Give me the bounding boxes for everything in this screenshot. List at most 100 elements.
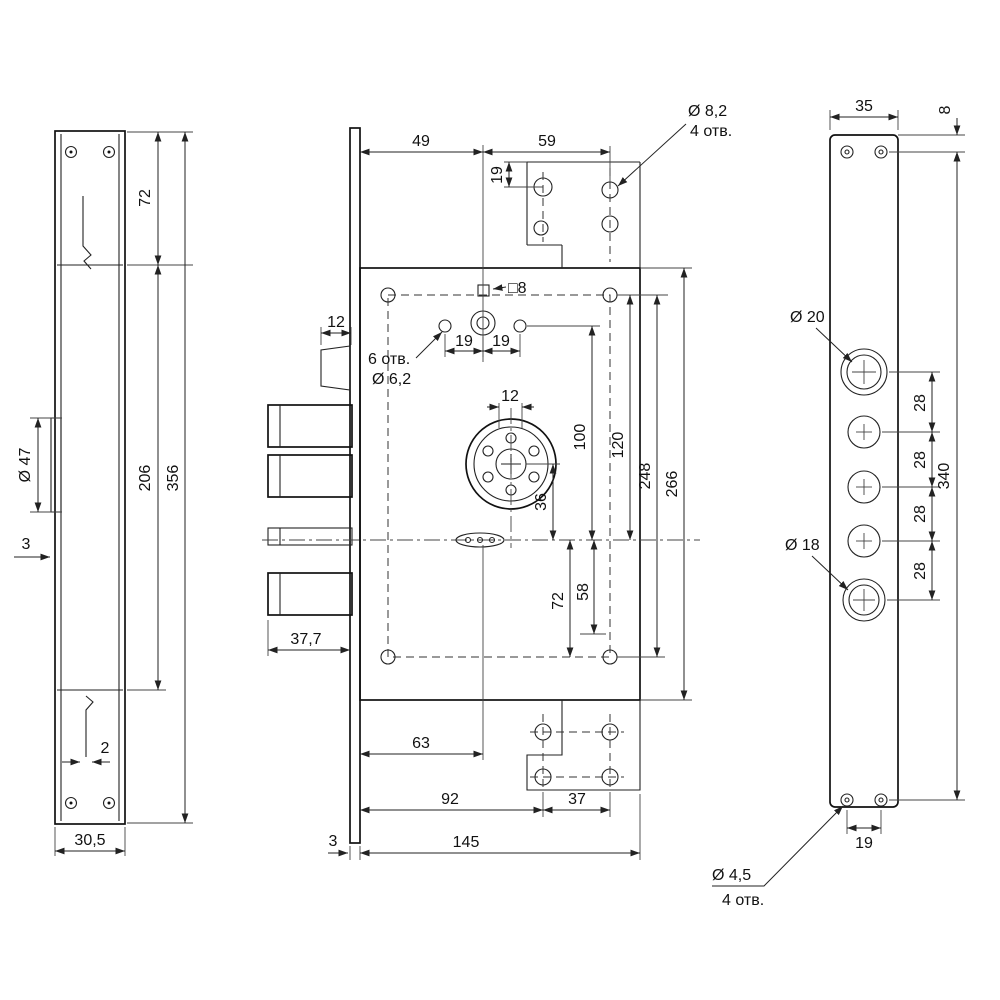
hole-18-inner xyxy=(848,584,880,616)
left-screw-hole-top-right xyxy=(102,145,116,159)
left-hook-top xyxy=(82,196,92,270)
dim-30-5-label: 30,5 xyxy=(74,832,105,849)
bolt-2 xyxy=(267,454,353,498)
left-faceplate-outline xyxy=(54,130,126,825)
dim-356-label: 356 xyxy=(165,465,182,492)
right-screw-hole-bottom-left xyxy=(840,793,854,807)
square8-label: □8 xyxy=(508,280,527,297)
dim-120-label: 120 xyxy=(610,432,627,459)
square8-leader xyxy=(492,284,507,291)
dim-19-label: 19 xyxy=(855,835,873,852)
bottom-bracket-outline xyxy=(526,700,641,791)
left-screw-hole-top-left xyxy=(64,145,78,159)
right-view: 35 8 Ø 20 Ø 18 28 28 28 28 340 19 xyxy=(712,98,965,909)
dim-266-label: 266 xyxy=(664,471,681,498)
dim-100-label: 100 xyxy=(572,424,589,451)
hole-top-dia-label: Ø 8,2 xyxy=(688,103,727,120)
holes6-dia-label: Ø 6,2 xyxy=(372,371,411,388)
dim-37-label: 37 xyxy=(568,791,586,808)
right-screw-hole-bottom-right xyxy=(874,793,888,807)
dim-12-plate-label: 12 xyxy=(327,314,345,331)
bolt-3 xyxy=(267,572,353,616)
dia-20-leader xyxy=(815,327,853,363)
cylinder-pin xyxy=(482,471,494,483)
hole-mid-3 xyxy=(847,524,881,558)
dim-28-4-label: 28 xyxy=(912,562,929,580)
dim-63-label: 63 xyxy=(412,735,430,752)
cylinder-pin xyxy=(482,445,494,457)
dim-49-label: 49 xyxy=(412,133,430,150)
dim-35-label: 35 xyxy=(855,98,873,115)
dia-20-label: Ø 20 xyxy=(790,309,825,326)
dim-36-label: 36 xyxy=(533,493,550,511)
lever-dot xyxy=(464,536,472,544)
hole-top-leader xyxy=(617,123,687,187)
dim-28-2-label: 28 xyxy=(912,451,929,469)
dim-19-right-label: 19 xyxy=(492,333,510,350)
hole-20-inner xyxy=(846,354,882,390)
dim-28-3-label: 28 xyxy=(912,505,929,523)
screw-inner xyxy=(878,149,884,155)
left-hook-bottom xyxy=(85,695,94,757)
dim-19-top-label: 19 xyxy=(489,166,506,184)
lever-dot xyxy=(488,536,496,544)
dim-37-7-label: 37,7 xyxy=(290,631,321,648)
holes6-count-label: 6 отв. xyxy=(368,351,410,368)
center-view: 49 59 19 Ø 8,2 4 отв. □8 12 6 отв. Ø 6,2… xyxy=(262,103,732,860)
latch-bolt xyxy=(267,527,353,546)
dim-206-label: 206 xyxy=(137,465,154,492)
left-cylinder-slot xyxy=(50,417,62,513)
screw-inner xyxy=(844,797,850,803)
hole-mid-1 xyxy=(847,415,881,449)
top-bracket-hole-3 xyxy=(533,220,549,236)
holes6-leader xyxy=(415,331,443,359)
left-screw-hole-bottom-right xyxy=(102,796,116,810)
dim-28-1-label: 28 xyxy=(912,394,929,412)
dim-145-label: 145 xyxy=(453,834,480,851)
top-bracket-outline xyxy=(526,161,641,268)
auxiliary-latch xyxy=(320,345,351,391)
screw-dot xyxy=(107,801,111,805)
case-hole-bottom-left xyxy=(380,649,396,665)
dim-248-label: 248 xyxy=(637,463,654,490)
lever-dot xyxy=(476,536,484,544)
side-plate-outline xyxy=(829,134,899,808)
dia-18-leader xyxy=(811,555,849,591)
hole-top-count-label: 4 отв. xyxy=(690,123,732,140)
dim-92-label: 92 xyxy=(441,791,459,808)
bolt-1 xyxy=(267,404,353,448)
screw-inner xyxy=(878,797,884,803)
dia-4-5-leader xyxy=(712,805,844,887)
screw-dot xyxy=(107,150,111,154)
cylinder-pin xyxy=(528,471,540,483)
screw-dot xyxy=(69,150,73,154)
dim-2-label: 2 xyxy=(101,740,110,757)
right-screw-hole-top-right xyxy=(874,145,888,159)
lock-case-outline xyxy=(359,267,641,701)
dim-59-label: 59 xyxy=(538,133,556,150)
screw-inner xyxy=(844,149,850,155)
case-hole-top-left xyxy=(380,287,396,303)
mount-holes-dashed-rect xyxy=(387,294,611,658)
dim-3-label: 3 xyxy=(329,833,338,850)
screw-dot xyxy=(69,801,73,805)
dim-72-label: 72 xyxy=(137,189,154,207)
dia-4-5-label: Ø 4,5 xyxy=(712,867,751,884)
dim-19-left-label: 19 xyxy=(455,333,473,350)
left-view: 72 206 356 Ø 47 3 2 30,5 xyxy=(14,130,193,856)
top-bracket-hole-4 xyxy=(601,215,619,233)
square-spindle-hole xyxy=(477,284,490,297)
dim-12-cyl-label: 12 xyxy=(501,388,519,405)
dim-3-label: 3 xyxy=(22,536,31,553)
cylinder-pin xyxy=(528,445,540,457)
dim-47-label: Ø 47 xyxy=(17,448,34,483)
dia-18-label: Ø 18 xyxy=(785,537,820,554)
right-screw-hole-top-left xyxy=(840,145,854,159)
keyhole-lever xyxy=(455,532,505,548)
hole-18-outer xyxy=(842,578,886,622)
dim-72-label: 72 xyxy=(550,592,567,610)
dim-340-label: 340 xyxy=(936,463,953,490)
small-hole-right xyxy=(513,319,527,333)
